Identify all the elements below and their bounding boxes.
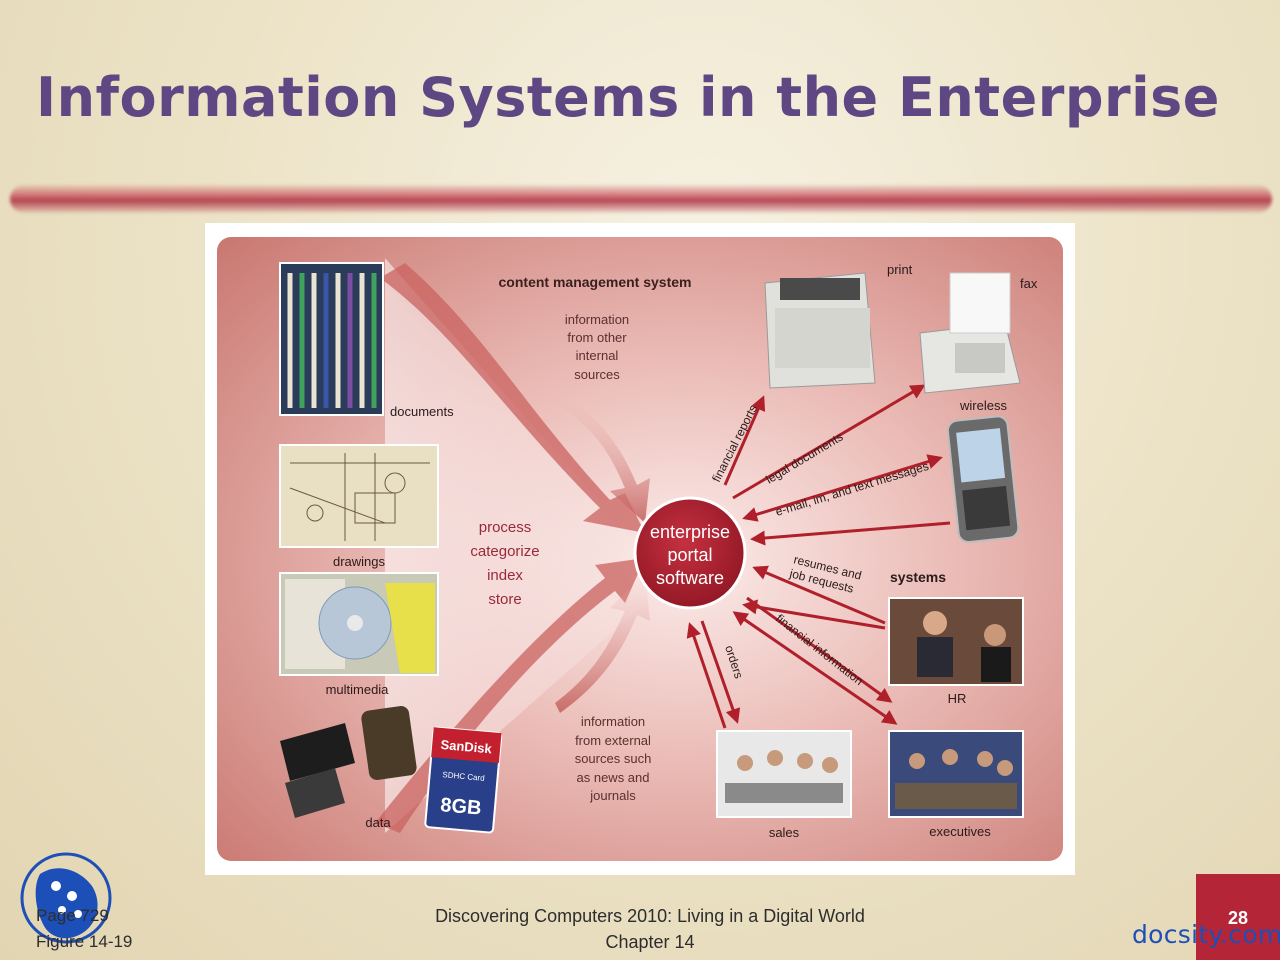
slide-title: Information Systems in the Enterprise [36,66,1220,129]
executives-photo [888,730,1024,818]
docsity-logo-icon [18,852,116,955]
orders-arrow-2 [686,622,727,729]
smartphone-image [946,415,1020,544]
data-label: data [365,815,391,830]
info-internal-line-4: sources [574,367,620,382]
info-internal-line-3: internal [576,348,619,363]
documents-label: documents [390,404,454,419]
input-funnel [385,258,645,833]
internal-sources-arrow [555,395,650,523]
enterprise-portal-hub [633,496,747,610]
info-external-line-1: information [581,714,645,729]
sales-label: sales [769,825,800,840]
documents-arrow [380,263,645,533]
sd-card-brand: SanDisk [440,737,493,756]
sd-card-capacity: 8GB [439,794,482,820]
hr-photo [888,597,1024,686]
info-external-line-5: journals [589,788,636,803]
orders-arrow-1 [700,620,741,724]
hub-label-line-1: enterprise [650,522,730,542]
systems-label: systems [890,569,946,585]
printer-image [764,272,876,389]
info-external-line-2: from external [575,733,651,748]
title-divider [10,185,1272,213]
executives-label: executives [929,824,991,839]
hr-label: HR [948,691,967,706]
hub-label-line-3: software [656,568,724,588]
wireless-return-arrow [750,521,951,546]
multimedia-label: multimedia [326,682,390,697]
info-internal-line-1: information [565,312,629,327]
print-label: print [887,262,913,277]
process-step-2: categorize [470,543,539,560]
wireless-label: wireless [959,398,1007,413]
footer-figure-line: Figure 14-19 [36,932,133,951]
financial-reports-arrow [723,395,766,486]
docsity-watermark: docsity.com [1132,920,1280,949]
info-external-line-4: as news and [577,770,650,785]
info-internal-line-2: from other [567,330,627,345]
data-storage-image: SanDisk SDHC Card 8GB [280,706,503,834]
footer-book-title: Discovering Computers 2010: Living in a … [400,903,900,955]
process-step-3: index [487,567,523,584]
enterprise-portal-figure: enterprise portal software content manag… [205,223,1075,875]
info-external-line-3: sources such [575,751,652,766]
multimedia-image [279,572,439,676]
messages-arrow [742,454,943,522]
footer-page-reference: Page 729 Figure 14-19 [36,903,132,955]
documents-image [279,262,384,416]
process-step-4: store [488,591,521,608]
footer-page-line: Page 729 [36,906,109,925]
fax-image [919,272,1021,394]
footer-book-line: Discovering Computers 2010: Living in a … [435,906,865,926]
financial-information-arrow-2 [732,611,898,725]
external-sources-arrow [555,573,650,713]
drawings-image [279,444,439,548]
hr-return-arrow [742,599,886,630]
drawings-label: drawings [333,554,386,569]
cms-title: content management system [499,274,692,290]
sd-card-type: SDHC Card [442,770,485,783]
page-number: 28 [1196,874,1280,960]
sales-photo [716,730,852,818]
footer-chapter-line: Chapter 14 [605,932,695,952]
process-step-1: process [479,519,532,536]
hub-label-line-2: portal [667,545,712,565]
fax-label: fax [1020,276,1038,291]
